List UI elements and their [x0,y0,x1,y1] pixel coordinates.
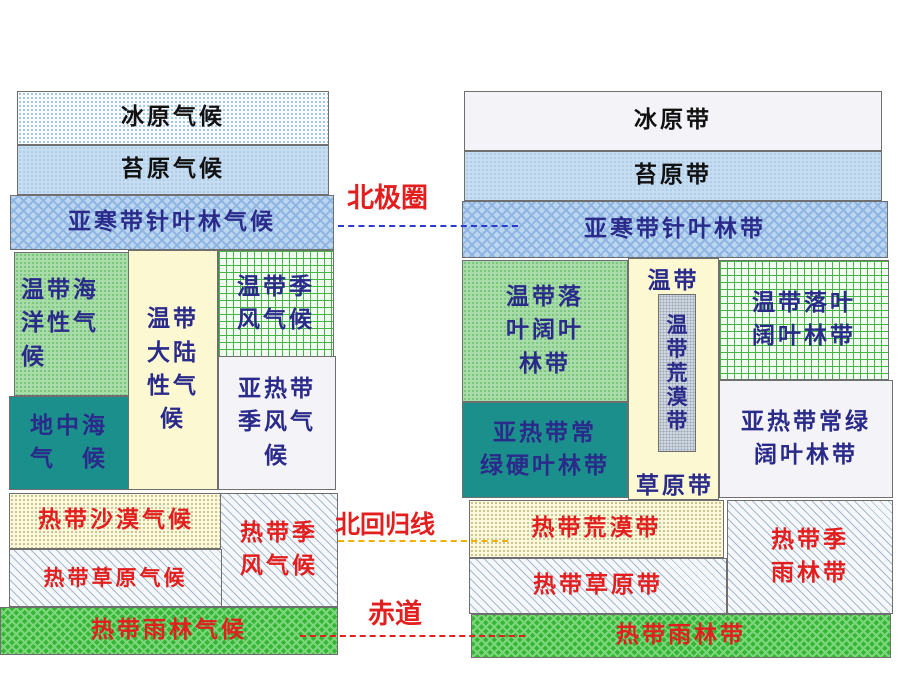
equator-label: 赤道 [368,599,422,630]
right-subtropical-evergreen-label: 亚热带常绿 阔叶林带 [741,408,871,468]
left-tropical-savanna-climate: 热带草原气候 [9,549,222,607]
right-ice-zone: 冰原带 [464,91,882,151]
right-tropical-savanna-label: 热带草原带 [533,572,663,599]
right-tundra-label: 苔原带 [634,162,712,189]
right-temperate-deciduous-zone-2: 温带落叶 阔叶林带 [719,260,889,380]
right-tundra-zone: 苔原带 [464,151,882,201]
left-temperate-continental-label: 温带 大陆 性气 候 [147,306,199,433]
right-temperate-deciduous-label: 温带落 叶阔叶 林带 [506,283,584,377]
tropic-of-cancer-label: 北回归线 [335,510,436,539]
left-tropical-rainforest-label: 热带雨林气候 [91,617,247,644]
left-tropical-monsoon-label: 热带季 风气候 [240,519,318,579]
left-tropical-desert-climate: 热带沙漠气候 [9,493,223,549]
left-subtropical-monsoon-climate: 亚热带 季风气 候 [218,356,336,490]
left-subarctic-climate: 亚寒带针叶林气候 [10,195,334,250]
right-tropical-monsoon-forest-zone: 热带季 雨林带 [727,500,893,614]
right-steppe-label: 草原带 [636,473,714,499]
left-tropical-monsoon-climate: 热带季 风气候 [220,493,338,607]
arctic-circle-line [338,225,518,227]
left-subarctic-label: 亚寒带针叶林气候 [68,208,276,235]
right-subtropical-evergreen-zone: 亚热带常绿 阔叶林带 [719,380,893,498]
right-taiga-zone: 亚寒带针叶林带 [462,201,888,258]
right-temperate-deciduous-zone: 温带落 叶阔叶 林带 [462,260,628,402]
right-subtropical-sclerophyll-label: 亚热带常 绿硬叶林带 [480,419,610,479]
left-tropical-rainforest-climate: 热带雨林气候 [0,607,338,655]
right-tropical-desert-zone: 热带荒漠带 [469,500,724,558]
left-subtropical-monsoon-label: 亚热带 季风气 候 [238,375,316,469]
right-temperate-label: 温带 [647,268,700,294]
left-tropical-savanna-label: 热带草原气候 [43,565,188,590]
equator-line [300,635,525,637]
right-tropical-rainforest-zone: 热带雨林带 [471,614,891,658]
left-temperate-marine-label: 温带海 洋性气 候 [21,276,99,370]
right-tropical-monsoon-forest-label: 热带季 雨林带 [771,526,849,586]
right-temperate-desert-zone: 温 带 荒 漠 带 [658,294,696,452]
right-tropical-rainforest-label: 热带雨林带 [616,622,746,649]
left-temperate-monsoon-label: 温带季 风气候 [237,273,315,333]
arctic-circle-label: 北极圈 [347,183,428,214]
right-taiga-label: 亚寒带针叶林带 [584,215,766,242]
left-ice-label: 冰原气候 [121,104,225,131]
left-temperate-marine-climate: 温带海 洋性气 候 [14,252,130,396]
left-tropical-desert-label: 热带沙漠气候 [38,507,194,534]
left-ice-climate: 冰原气候 [17,91,329,145]
left-temperate-continental-climate: 温带 大陆 性气 候 [128,250,218,490]
left-mediterranean-label: 地中海 气 候 [30,412,108,472]
left-temperate-monsoon-climate: 温带季 风气候 [218,250,334,358]
right-ice-label: 冰原带 [634,107,712,134]
left-tundra-climate: 苔原气候 [17,145,329,195]
right-tropical-desert-label: 热带荒漠带 [531,515,662,542]
right-temperate-desert-label: 温 带 荒 漠 带 [666,312,688,434]
right-tropical-savanna-zone: 热带草原带 [469,558,727,614]
right-subtropical-sclerophyll-zone: 亚热带常 绿硬叶林带 [462,402,628,498]
right-temperate-deciduous-2-label: 温带落叶 阔叶林带 [752,289,856,349]
left-mediterranean-climate: 地中海 气 候 [9,396,129,490]
left-tundra-label: 苔原气候 [121,156,225,183]
tropic-of-cancer-line [338,540,508,542]
